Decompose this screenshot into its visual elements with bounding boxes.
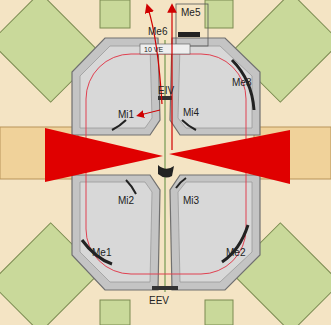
part-label: 10 VE (144, 46, 163, 53)
part-label: Me1 (92, 248, 111, 258)
part-label: Mi4 (183, 108, 199, 118)
part-label: EIV (158, 86, 174, 96)
part-label: Me2 (226, 248, 245, 258)
part-label: Me6 (148, 27, 167, 37)
part-label: EEV (149, 296, 169, 306)
part-label: Mi2 (118, 196, 134, 206)
part-label: Mi1 (118, 110, 134, 120)
part-label: Me3 (232, 78, 251, 88)
part-label: Me5 (181, 8, 200, 18)
part-label: Mi3 (183, 196, 199, 206)
